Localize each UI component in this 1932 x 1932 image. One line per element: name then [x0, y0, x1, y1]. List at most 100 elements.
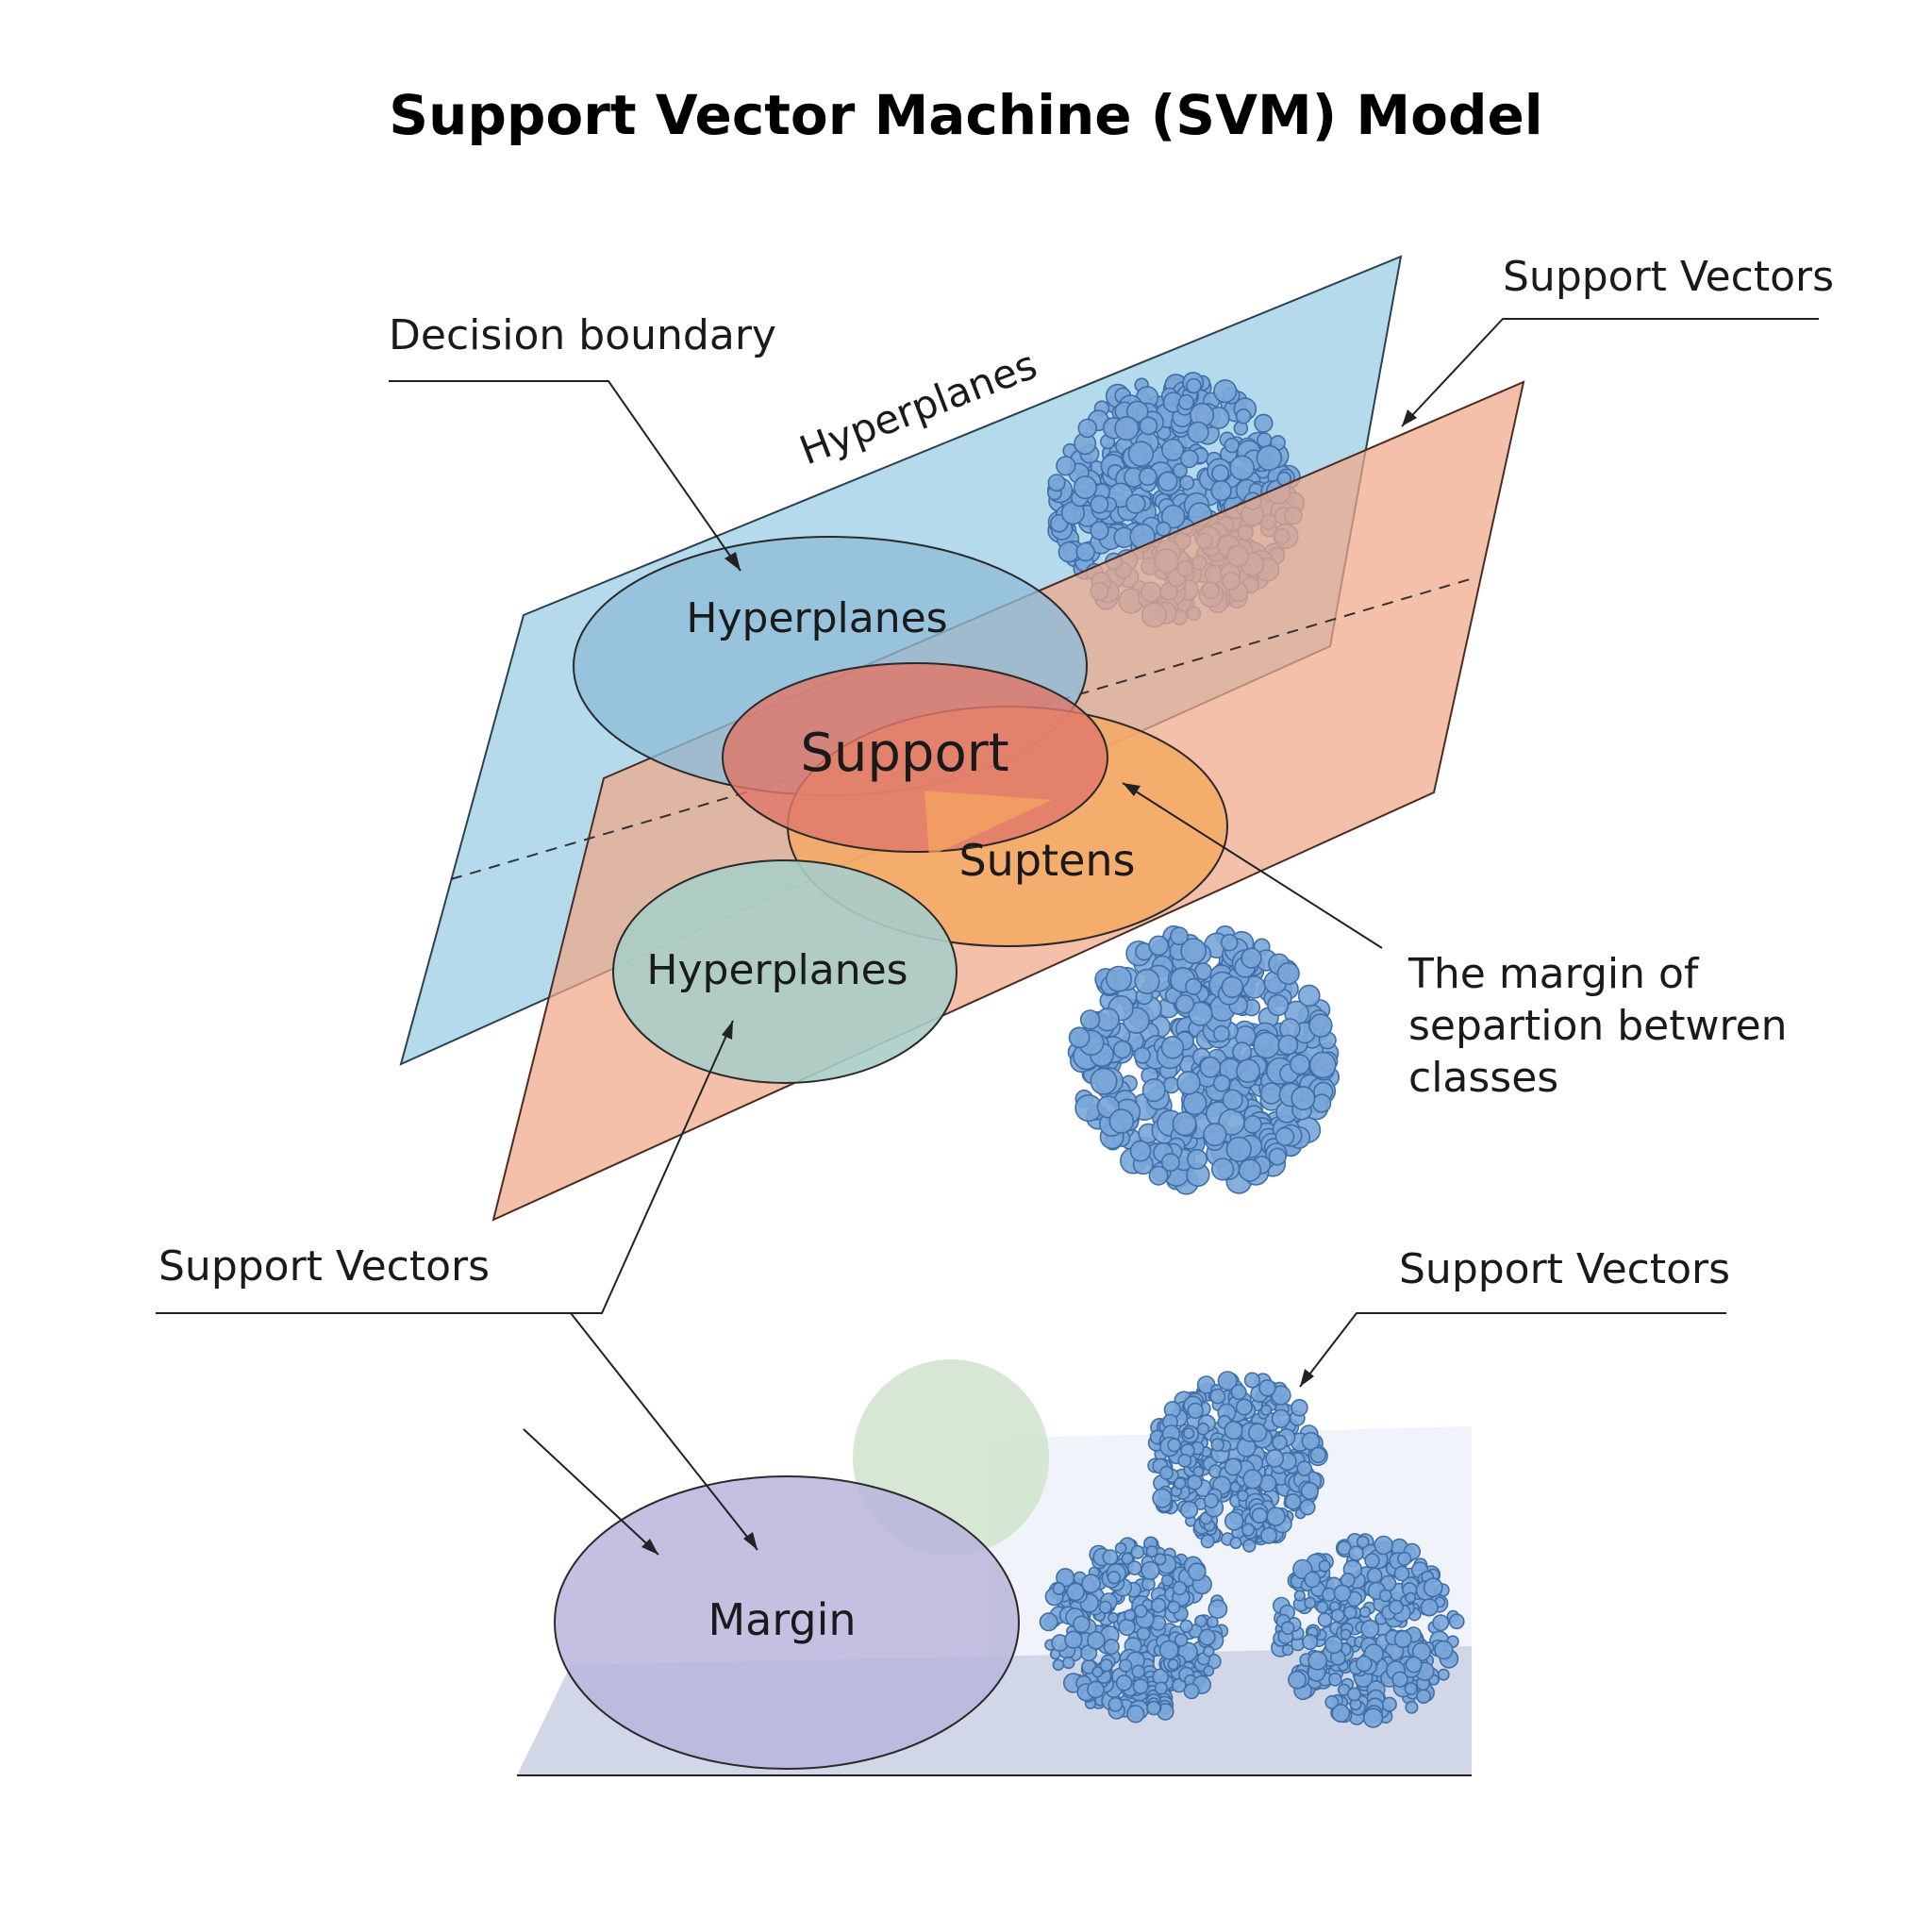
- margin-ellipse: [554, 1475, 1020, 1770]
- support-vector-dot: [1265, 1449, 1285, 1468]
- support-vector-dot: [1235, 1398, 1253, 1416]
- support-vector-dot: [1185, 977, 1203, 995]
- support-vector-dot: [1238, 1158, 1262, 1182]
- support-vector-dot: [1277, 1034, 1299, 1056]
- support-vector-dot: [1098, 1600, 1112, 1614]
- support-vector-dot: [1356, 1655, 1373, 1673]
- support-vector-dot: [1167, 1600, 1181, 1614]
- support-vector-dot: [1260, 1526, 1278, 1544]
- support-vector-dot: [1064, 1630, 1083, 1649]
- support-vector-dot: [1183, 1683, 1200, 1700]
- support-vector-dot: [1039, 1612, 1058, 1632]
- support-vector-dot: [1133, 1046, 1151, 1064]
- support-vector-dot: [1241, 947, 1262, 969]
- support-vector-dot: [1253, 1031, 1281, 1059]
- support-vector-dot: [1103, 1638, 1120, 1656]
- support-vector-dot: [1315, 1600, 1329, 1614]
- support-vector-dot: [1347, 1687, 1362, 1702]
- support-vector-dot: [1317, 1612, 1333, 1627]
- support-vector-dot: [1154, 1553, 1167, 1566]
- support-vector-dot: [1141, 1077, 1166, 1103]
- support-vector-dot: [1340, 1628, 1352, 1641]
- support-vector-dot: [1389, 1599, 1404, 1615]
- support-vector-dot: [1437, 1668, 1450, 1681]
- support-vector-dot: [1132, 1678, 1149, 1695]
- support-vector-dot: [1121, 1552, 1134, 1565]
- arrowhead-support-vectors-left: [722, 1021, 733, 1040]
- support-vector-cluster-bottom-top: [1147, 1371, 1328, 1553]
- support-vector-dot: [1047, 474, 1066, 492]
- label-support-vectors-top-right: Support Vectors: [1503, 253, 1834, 301]
- support-vector-dot: [1187, 1148, 1208, 1170]
- support-vector-dot: [1231, 1041, 1253, 1062]
- support-vector-dot: [1301, 1633, 1319, 1651]
- support-vector-dot: [1331, 1704, 1351, 1724]
- support-vector-dot: [1289, 1054, 1310, 1075]
- support-vector-dot: [1364, 1553, 1380, 1569]
- support-vector-dot: [1179, 449, 1199, 469]
- support-vector-dot: [1271, 1408, 1291, 1428]
- support-vector-dot: [1066, 1582, 1085, 1602]
- leader-support-vectors-left: [156, 1020, 734, 1314]
- support-vector-dot: [1229, 1536, 1242, 1549]
- support-vector-dot: [1114, 1541, 1127, 1555]
- support-vector-dot: [1187, 1474, 1203, 1491]
- label-margin-line1: The margin of: [1407, 950, 1700, 998]
- support-vector-dot: [1172, 1580, 1188, 1596]
- support-vector-dot: [1108, 1612, 1119, 1624]
- support-vector-dot: [1308, 1013, 1333, 1038]
- leader-support-vectors-bottom-right: [1299, 1312, 1726, 1388]
- support-vector-dot: [1291, 1086, 1316, 1111]
- support-vector-dot: [1114, 416, 1140, 441]
- support-vector-dot: [1251, 1507, 1268, 1524]
- support-vector-dot: [1321, 1587, 1337, 1603]
- support-vector-dot: [1260, 1404, 1273, 1416]
- support-vector-dot: [1158, 471, 1178, 491]
- arrowhead-margin-left: [641, 1539, 658, 1555]
- support-vector-dot: [1199, 1056, 1222, 1078]
- support-vector-dot: [1134, 968, 1160, 994]
- support-vector-dot: [1420, 1598, 1439, 1617]
- support-vector-dot: [1434, 1640, 1454, 1660]
- support-vector-dot: [1126, 1560, 1142, 1575]
- support-vector-dot: [1391, 1671, 1408, 1688]
- support-vector-dot: [1177, 1453, 1192, 1468]
- support-vector-dot: [1178, 393, 1195, 410]
- support-vector-dot: [1243, 1115, 1262, 1134]
- support-vector-dot: [1134, 1604, 1148, 1619]
- support-vector-dot: [1187, 421, 1209, 443]
- support-vector-dot: [1196, 1423, 1210, 1436]
- support-vector-dot: [1139, 467, 1158, 487]
- support-vector-dot: [1156, 521, 1172, 537]
- support-vector-dot: [1090, 1067, 1118, 1095]
- support-vector-dot: [1124, 1608, 1137, 1622]
- support-vector-dot: [1318, 1559, 1331, 1573]
- support-vector-dot: [1432, 1614, 1450, 1632]
- support-vector-dot: [1073, 475, 1098, 500]
- support-vector-dot: [1280, 1621, 1295, 1635]
- hyperplanes-ellipse-lower: [612, 859, 958, 1084]
- support-vector-dot: [1129, 1140, 1152, 1162]
- support-vector-dot: [1141, 1560, 1160, 1580]
- support-vector-dot: [1405, 1656, 1423, 1674]
- support-vector-dot: [1127, 441, 1155, 467]
- support-vector-dot: [1052, 1582, 1066, 1595]
- support-vector-dot: [1247, 1423, 1268, 1442]
- support-vector-dot: [1203, 1665, 1215, 1677]
- support-vector-dot: [1268, 1147, 1287, 1166]
- support-vector-dot: [1242, 1469, 1263, 1490]
- support-vector-dot: [1172, 1677, 1187, 1693]
- support-vector-dot: [1087, 1680, 1105, 1699]
- support-vector-dot: [1172, 462, 1188, 478]
- label-support: Support: [800, 723, 1008, 784]
- support-vector-dot: [1108, 1108, 1135, 1134]
- support-vector-dot: [1090, 521, 1109, 541]
- support-vector-dot: [1179, 1619, 1193, 1633]
- support-vector-dot: [1356, 1535, 1370, 1549]
- support-vector-dot: [1213, 379, 1238, 404]
- support-vector-dot: [1159, 1465, 1174, 1480]
- support-vector-dot: [1118, 1658, 1133, 1673]
- support-vector-dot: [1192, 1466, 1205, 1477]
- support-vector-dot: [1208, 1599, 1228, 1620]
- arrowhead-margin-of-separation: [1123, 783, 1141, 796]
